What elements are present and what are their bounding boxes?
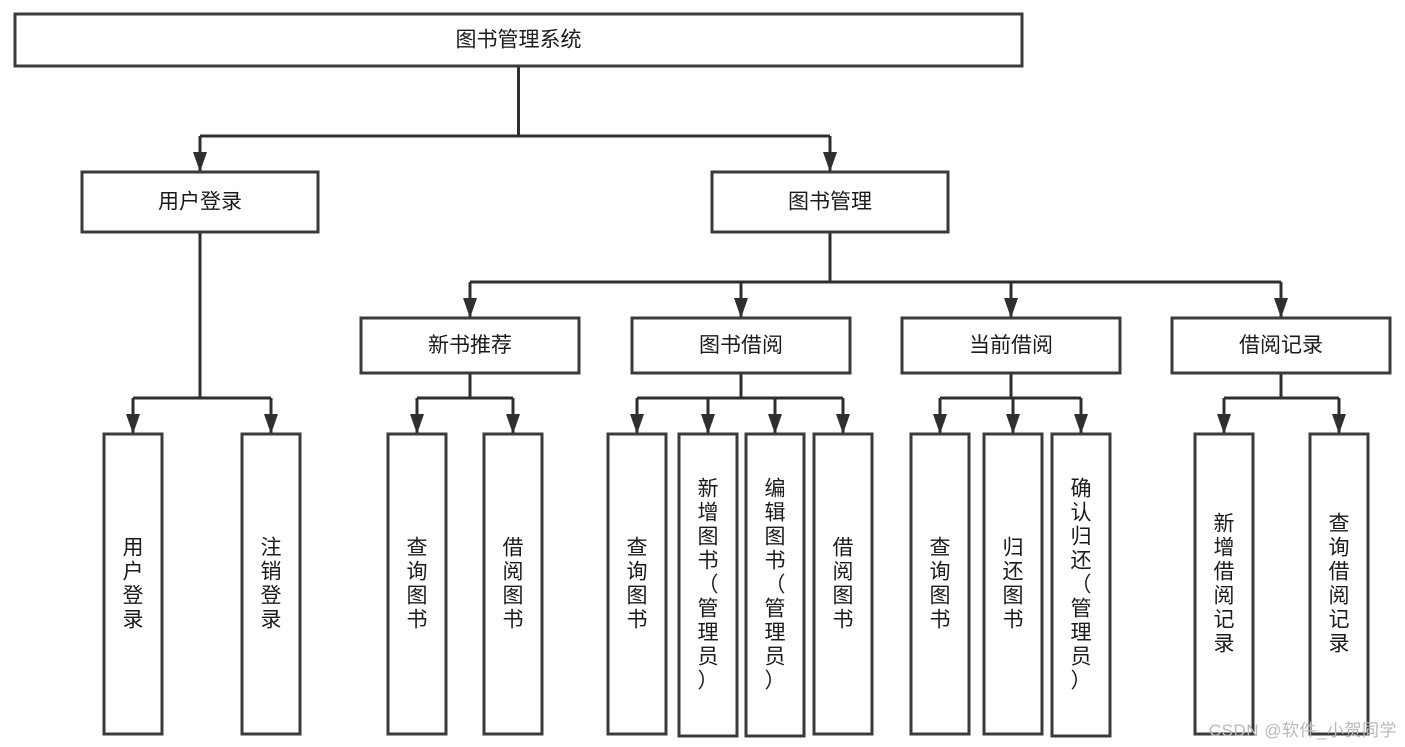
node-box-leaf-return-book: [982, 432, 1044, 736]
node-current-borrow[interactable]: 当前借阅: [900, 316, 1122, 375]
node-box-user-login: [80, 170, 320, 234]
node-leaf-query-book-3[interactable]: 查询图书: [909, 432, 971, 736]
node-leaf-logout[interactable]: 注销登录: [240, 432, 302, 736]
node-label-leaf-query-book-2: 查询图书: [627, 537, 648, 632]
node-box-book-manage: [710, 170, 950, 234]
node-label-leaf-query-record: 查询借阅记录: [1329, 513, 1350, 656]
node-label-leaf-borrow-book-1: 借阅图书: [503, 537, 524, 632]
edge-group-new-book-rec: [410, 373, 520, 434]
node-label-borrow-record: 借阅记录: [1239, 334, 1323, 357]
node-label-book-borrow: 图书借阅: [699, 334, 783, 357]
node-label-root: 图书管理系统: [456, 29, 582, 52]
edge-group-root: [193, 66, 837, 172]
node-box-leaf-borrow-book-1: [482, 432, 544, 736]
node-label-leaf-edit-book: 编辑图书（管理员）: [765, 478, 786, 693]
node-leaf-user-login[interactable]: 用户登录: [102, 432, 164, 736]
node-book-borrow[interactable]: 图书借阅: [630, 316, 852, 375]
node-label-leaf-add-book: 新增图书（管理员）: [698, 478, 719, 693]
node-label-leaf-logout: 注销登录: [261, 537, 282, 632]
edge-group-current-borrow: [933, 373, 1088, 434]
node-label-book-manage: 图书管理: [788, 191, 872, 214]
node-label-leaf-confirm-return: 确认归还（管理员）: [1071, 478, 1092, 693]
node-label-user-login: 用户登录: [158, 191, 242, 214]
node-box-leaf-query-book-3: [909, 432, 971, 736]
node-box-leaf-add-record: [1193, 432, 1255, 736]
node-box-leaf-user-login: [102, 432, 164, 736]
node-box-leaf-borrow-book-2: [812, 432, 874, 736]
node-box-root: [13, 12, 1024, 68]
node-label-leaf-return-book: 归还图书: [1003, 537, 1024, 632]
node-box-leaf-edit-book: [744, 432, 806, 738]
node-box-borrow-record: [1170, 316, 1392, 375]
edge-group-book-manage: [463, 232, 1288, 318]
node-box-leaf-query-record: [1308, 432, 1370, 736]
node-leaf-edit-book[interactable]: 编辑图书（管理员）: [744, 432, 806, 738]
node-leaf-borrow-book-1[interactable]: 借阅图书: [482, 432, 544, 736]
node-box-leaf-query-book-1: [386, 432, 448, 736]
node-label-new-book-rec: 新书推荐: [428, 334, 512, 357]
node-label-leaf-user-login: 用户登录: [123, 537, 144, 632]
node-box-new-book-rec: [359, 316, 581, 375]
node-label-leaf-query-book-3: 查询图书: [930, 537, 951, 632]
node-label-leaf-query-book-1: 查询图书: [407, 537, 428, 632]
node-leaf-query-book-2[interactable]: 查询图书: [606, 432, 668, 736]
node-leaf-confirm-return[interactable]: 确认归还（管理员）: [1050, 432, 1112, 738]
edge-group-user-login: [126, 232, 278, 434]
node-box-current-borrow: [900, 316, 1122, 375]
node-leaf-query-book-1[interactable]: 查询图书: [386, 432, 448, 736]
node-leaf-query-record[interactable]: 查询借阅记录: [1308, 432, 1370, 736]
node-leaf-borrow-book-2[interactable]: 借阅图书: [812, 432, 874, 736]
node-label-leaf-add-record: 新增借阅记录: [1214, 513, 1235, 656]
node-label-leaf-borrow-book-2: 借阅图书: [833, 537, 854, 632]
node-box-leaf-add-book: [677, 432, 739, 738]
node-leaf-add-record[interactable]: 新增借阅记录: [1193, 432, 1255, 736]
node-box-leaf-query-book-2: [606, 432, 668, 736]
edge-group-book-borrow: [630, 373, 850, 434]
edge-group-borrow-record: [1217, 373, 1346, 434]
node-user-login[interactable]: 用户登录: [80, 170, 320, 234]
nodes-layer: 图书管理系统用户登录图书管理新书推荐图书借阅当前借阅借阅记录用户登录注销登录查询…: [13, 12, 1392, 738]
node-box-leaf-confirm-return: [1050, 432, 1112, 738]
node-box-leaf-logout: [240, 432, 302, 736]
node-root[interactable]: 图书管理系统: [13, 12, 1024, 68]
edges-layer: [126, 66, 1346, 434]
node-box-book-borrow: [630, 316, 852, 375]
watermark-label: CSDN @软件_小贺同学: [1208, 721, 1397, 740]
node-borrow-record[interactable]: 借阅记录: [1170, 316, 1392, 375]
node-leaf-add-book[interactable]: 新增图书（管理员）: [677, 432, 739, 738]
node-book-manage[interactable]: 图书管理: [710, 170, 950, 234]
node-leaf-return-book[interactable]: 归还图书: [982, 432, 1044, 736]
node-new-book-rec[interactable]: 新书推荐: [359, 316, 581, 375]
node-label-current-borrow: 当前借阅: [969, 334, 1053, 357]
